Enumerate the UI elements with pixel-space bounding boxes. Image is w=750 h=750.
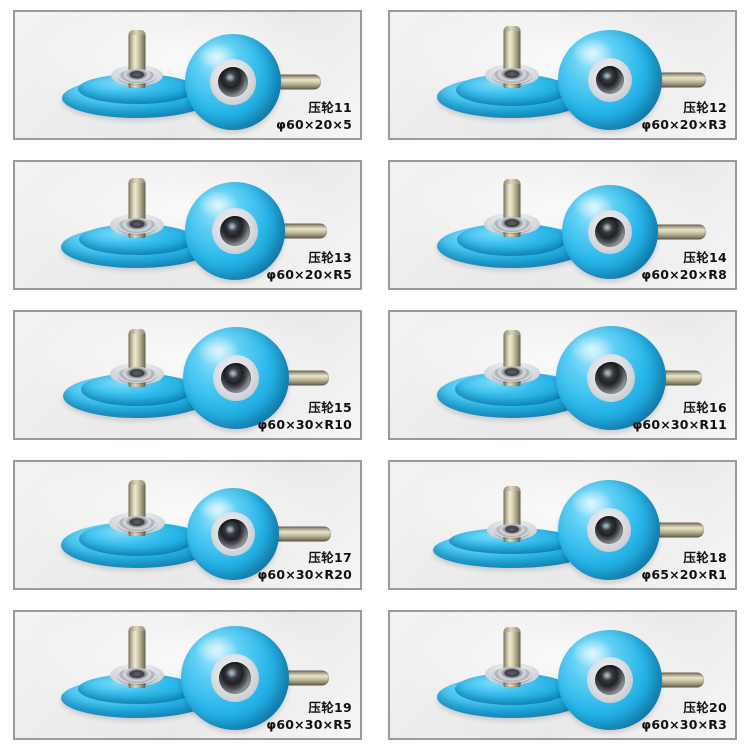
- wheel-top-view: [432, 312, 592, 422]
- product-name: 压轮15: [308, 400, 352, 415]
- ball-bearing: [118, 668, 156, 684]
- ball-bearing: [596, 66, 624, 94]
- product-image: [390, 12, 735, 138]
- product-spec: φ60×30×R10: [257, 416, 352, 432]
- product-spec: φ60×20×R3: [641, 116, 727, 132]
- product-name: 压轮11: [308, 100, 352, 115]
- ball-bearing: [595, 217, 625, 247]
- product-spec: φ60×30×R3: [641, 716, 727, 732]
- wheel-side-view: [187, 474, 360, 588]
- ball-bearing: [218, 67, 248, 97]
- ball-bearing: [219, 662, 251, 694]
- product-name: 压轮12: [683, 100, 727, 115]
- ball-bearing: [218, 519, 248, 549]
- product-image: [15, 162, 360, 288]
- wheel-side-view: [185, 22, 360, 138]
- product-spec: φ65×20×R1: [641, 566, 727, 582]
- wheel-top-view: [432, 12, 592, 122]
- product-name: 压轮16: [683, 400, 727, 415]
- wheel-side-view: [562, 172, 735, 288]
- product-image: [15, 462, 360, 588]
- product-spec: φ60×30×R5: [266, 716, 352, 732]
- wheel-side-view: [183, 318, 358, 438]
- product-name: 压轮17: [308, 550, 352, 565]
- ball-bearing: [118, 218, 156, 234]
- ball-bearing: [493, 366, 531, 382]
- ball-bearing: [495, 524, 529, 538]
- product-image: [15, 312, 360, 438]
- product-spec: φ60×30×R11: [632, 416, 727, 432]
- product-image: [15, 12, 360, 138]
- ball-bearing: [493, 68, 531, 84]
- wheel-side-view: [185, 171, 360, 288]
- ball-bearing: [118, 367, 156, 383]
- product-name: 压轮19: [308, 700, 352, 715]
- ball-bearing: [595, 665, 625, 695]
- ball-bearing: [595, 516, 623, 544]
- product-spec: φ60×20×R8: [641, 266, 727, 282]
- ball-bearing: [118, 516, 156, 532]
- product-name: 压轮20: [683, 700, 727, 715]
- product-name: 压轮14: [683, 250, 727, 265]
- wheel-side-view: [556, 318, 731, 438]
- wheel-top-view: [57, 612, 217, 722]
- ball-bearing: [220, 216, 250, 246]
- product-name: 压轮18: [683, 550, 727, 565]
- wheel-side-view: [181, 618, 356, 738]
- wheel-top-view: [57, 312, 217, 422]
- product-spec: φ60×30×R20: [257, 566, 352, 582]
- product-image: [390, 312, 735, 438]
- product-image: [390, 612, 735, 738]
- wheel-side-view: [558, 470, 733, 588]
- product-name: 压轮13: [308, 250, 352, 265]
- ball-bearing: [119, 69, 155, 84]
- wheel-top-view: [432, 612, 592, 722]
- product-image: [390, 462, 735, 588]
- ball-bearing: [221, 363, 251, 393]
- product-spec: φ60×20×5: [276, 116, 352, 132]
- product-image: [15, 612, 360, 738]
- ball-bearing: [493, 217, 531, 233]
- wheel-side-view: [558, 620, 733, 738]
- product-spec: φ60×20×R5: [266, 266, 352, 282]
- product-image: [390, 162, 735, 288]
- wheel-side-view: [558, 20, 733, 138]
- ball-bearing: [595, 362, 627, 394]
- ball-bearing: [493, 667, 531, 683]
